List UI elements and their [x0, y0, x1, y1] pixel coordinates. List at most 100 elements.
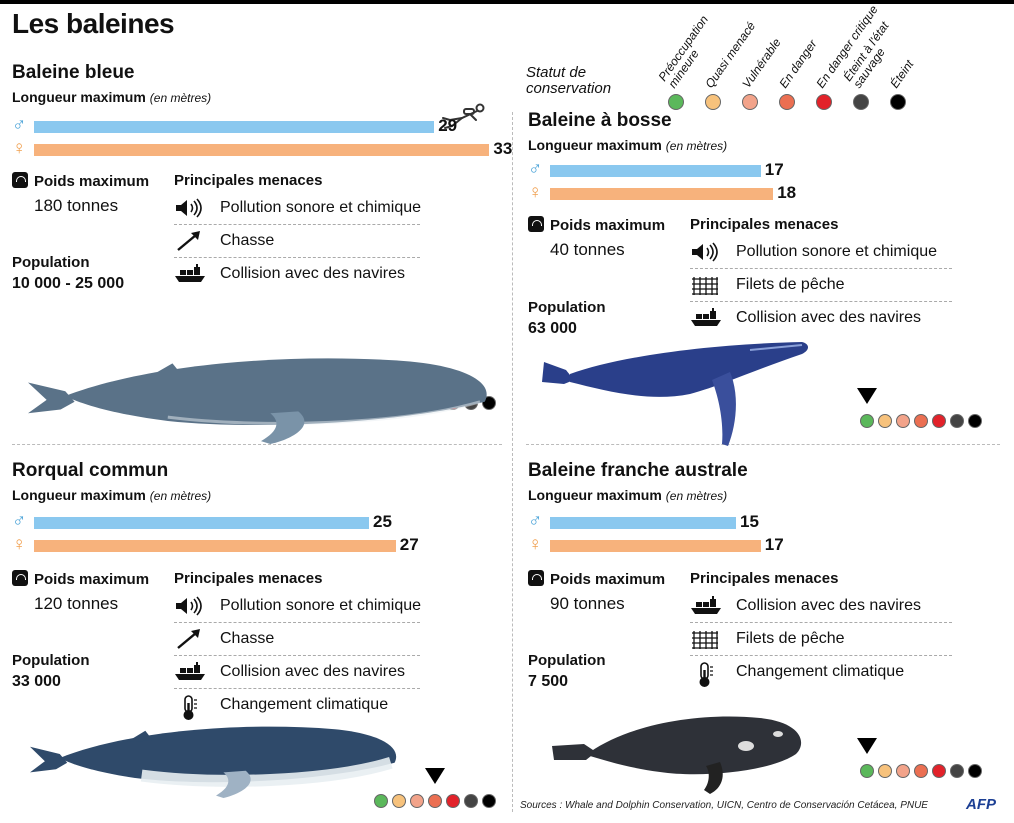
harpoon-icon [174, 629, 204, 649]
threat-item: Collision avec des navires [690, 592, 952, 623]
status-dot [878, 414, 892, 428]
threats-heading: Principales menaces [690, 216, 839, 233]
threat-item: Collision avec des navires [174, 658, 420, 689]
male-symbol-icon: ♂ [528, 159, 543, 180]
threat-item: Filets de pêche [690, 271, 952, 302]
legend-item: En danger [776, 4, 820, 110]
legend-item: Vulnérable [739, 4, 784, 110]
threats-heading: Principales menaces [174, 172, 323, 189]
length-unit: (en mètres) [149, 489, 212, 503]
legend-title: Statut de conservation [526, 64, 612, 97]
length-heading: Longueur maximum(en mètres) [12, 487, 211, 503]
blue-whale-illustration [28, 358, 487, 444]
status-dot [968, 764, 982, 778]
threats-heading: Principales menaces [174, 570, 323, 587]
population-label: Population [12, 652, 90, 669]
scale-icon [12, 172, 28, 188]
status-pointer-icon [857, 388, 877, 404]
legend-dot [890, 94, 906, 110]
threat-item: Chasse [174, 227, 420, 258]
male-length-value: 15 [740, 512, 759, 531]
legend-dot [742, 94, 758, 110]
southern-right-whale-illustration [552, 716, 802, 794]
male-length-value: 17 [764, 160, 784, 179]
length-unit: (en mètres) [665, 489, 728, 503]
population-value: 63 000 [528, 320, 577, 337]
thermometer-icon [690, 662, 720, 687]
whale-illustration [30, 718, 402, 803]
threat-label: Changement climatique [736, 663, 905, 680]
ship-icon [174, 264, 205, 284]
threat-label: Pollution sonore et chimique [220, 597, 422, 614]
legend-item: Quasi menacé [702, 4, 758, 110]
female-length-bar [550, 188, 774, 200]
male-length-bar [34, 517, 369, 529]
threat-item: Pollution sonore et chimique [690, 238, 952, 269]
length-heading: Longueur maximum(en mètres) [12, 89, 211, 105]
female-length-value: 18 [777, 183, 797, 202]
ship-icon [174, 662, 205, 682]
male-length-bar [550, 165, 761, 177]
legend-item: Éteint à l'état sauvage [841, 4, 892, 110]
length-unit: (en mètres) [665, 139, 728, 153]
whale-illustration [540, 336, 812, 453]
status-dot [446, 794, 460, 808]
weight-heading: Poids maximum [12, 570, 149, 588]
population-value: 33 000 [12, 673, 61, 690]
whale-illustration [550, 712, 806, 801]
status-dot [860, 764, 874, 778]
net-icon [690, 275, 720, 295]
status-dot [860, 414, 874, 428]
status-dot [482, 794, 496, 808]
population-value: 10 000 - 25 000 [12, 275, 125, 292]
male-symbol-icon: ♂ [528, 511, 543, 532]
threat-label: Collision avec des navires [220, 265, 405, 282]
weight-value: 40 tonnes [550, 240, 625, 259]
threat-item: Collision avec des navires [174, 260, 420, 290]
ship-icon [690, 596, 721, 616]
thermometer-icon [174, 695, 204, 720]
species-name: Baleine bleue [12, 62, 135, 83]
male-length-bar [550, 517, 736, 529]
status-dot [932, 414, 946, 428]
column-divider [512, 112, 513, 812]
female-length-value: 27 [399, 535, 419, 554]
status-dot [464, 794, 478, 808]
legend-dot [779, 94, 795, 110]
legend-item: En danger critique [813, 3, 881, 110]
legend-item: Préoccupation mineure [656, 4, 711, 110]
weight-heading: Poids maximum [528, 216, 665, 234]
humpback-whale-illustration [542, 342, 808, 446]
harpoon-icon [174, 231, 204, 251]
female-length-bar [550, 540, 761, 552]
status-dot [374, 794, 388, 808]
female-symbol-icon: ♀ [12, 534, 27, 555]
length-heading: Longueur maximum(en mètres) [528, 487, 727, 503]
population-label: Population [12, 254, 90, 271]
threat-label: Chasse [220, 630, 275, 647]
status-dot [932, 764, 946, 778]
legend-label: Éteint [887, 57, 917, 91]
status-dot [950, 764, 964, 778]
threat-label: Filets de pêche [736, 276, 845, 293]
weight-heading: Poids maximum [528, 570, 665, 588]
status-dot [392, 794, 406, 808]
threat-label: Pollution sonore et chimique [736, 243, 938, 260]
whale-illustration [28, 348, 494, 449]
status-dot [410, 794, 424, 808]
male-symbol-icon: ♂ [12, 511, 27, 532]
threat-item: Filets de pêche [690, 625, 952, 656]
species-name: Rorqual commun [12, 460, 169, 481]
conservation-status-scale [857, 388, 1000, 428]
legend-dot [705, 94, 721, 110]
population-value: 7 500 [528, 673, 569, 690]
status-dot [896, 414, 910, 428]
population-label: Population [528, 652, 606, 669]
threat-item: Chasse [174, 625, 420, 656]
length-heading: Longueur maximum(en mètres) [528, 137, 727, 153]
legend-dot [668, 94, 684, 110]
scale-icon [528, 570, 544, 586]
sources-note: Sources : Whale and Dolphin Conservation… [520, 800, 928, 811]
threat-label: Collision avec des navires [736, 597, 921, 614]
threats-heading: Principales menaces [690, 570, 839, 587]
